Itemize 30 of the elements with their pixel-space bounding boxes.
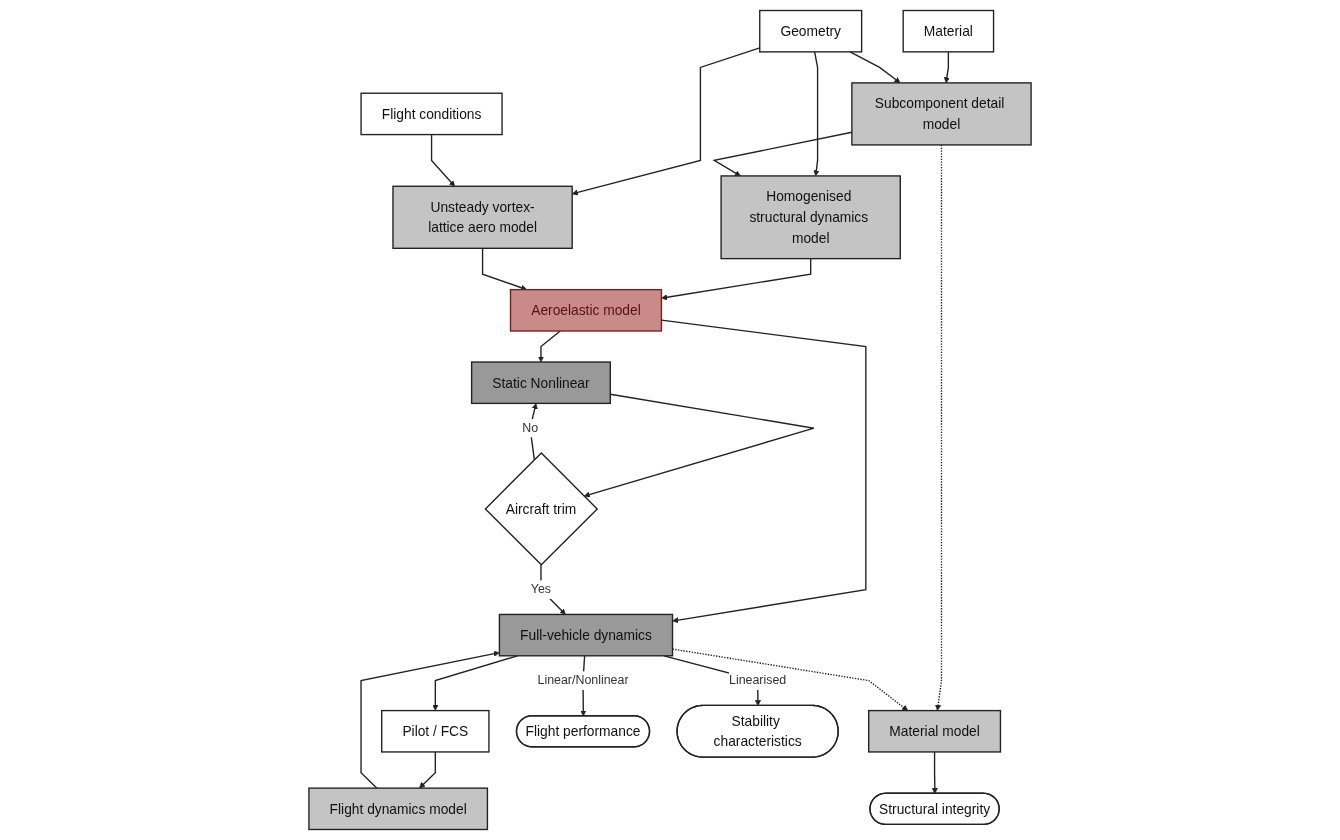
node-box: Material: [902, 9, 995, 53]
node-box: Flight dynamics model: [308, 787, 489, 831]
arrow: [943, 51, 950, 84]
arrow: [419, 751, 436, 789]
node-diamond: Aircraft trim: [484, 452, 599, 566]
edge-label: Linearised: [729, 673, 787, 688]
node-box: Subcomponent detail model: [851, 82, 1032, 146]
node-box: Flight conditions: [360, 92, 503, 136]
edge-label: Linear/Nonlinear: [537, 673, 629, 688]
arrow: [360, 650, 500, 789]
node-box: Static Nonlinear: [470, 361, 611, 405]
edge-label: No: [522, 420, 539, 435]
node-box: Homogenised structural dynamics model: [720, 175, 901, 260]
arrow: [931, 751, 938, 794]
arrow: [583, 393, 815, 498]
node-box: Unsteady vortex-lattice aero model: [392, 185, 573, 249]
arrow: [813, 51, 820, 177]
node-box: Geometry: [759, 9, 863, 53]
arrow: [430, 133, 456, 187]
arrow: [849, 51, 901, 84]
arrow: [432, 655, 519, 711]
arrow: [540, 564, 566, 615]
node-box: Full-vehicle dynamics: [498, 613, 674, 657]
node-box: Pilot / FCS: [381, 709, 490, 753]
arrow: [537, 330, 561, 363]
node-box: Aeroelastic model: [509, 288, 663, 332]
node-box: Material model: [868, 709, 1002, 753]
arrow: [661, 257, 812, 301]
edge-label: Yes: [530, 582, 552, 597]
arrow: [481, 247, 528, 291]
